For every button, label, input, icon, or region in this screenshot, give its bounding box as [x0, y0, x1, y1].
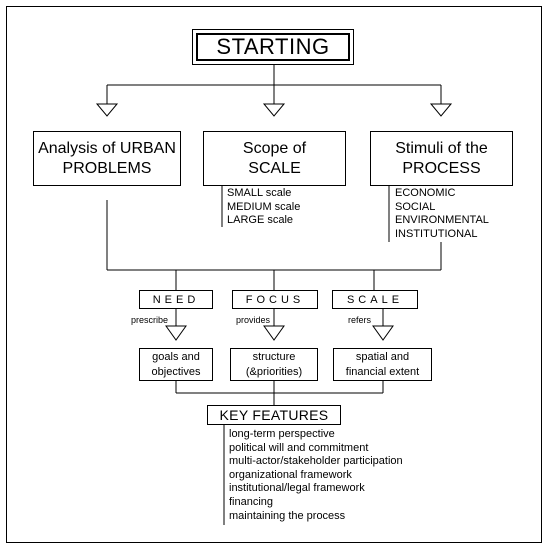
stimuli-line2: PROCESS [402, 159, 481, 177]
prescribe-tag: prescribe [131, 315, 169, 325]
spatial-line2: financial extent [345, 365, 420, 378]
scope-line1: Scope of [242, 139, 307, 157]
scope-line2: SCALE [248, 159, 301, 177]
stimuli-item: INSTITUTIONAL [395, 227, 478, 240]
starting-label: STARTING [196, 33, 350, 61]
structure-box: structure (&priorities) [230, 348, 318, 381]
provides-tag: provides [236, 315, 271, 325]
need-label: NEED [152, 293, 200, 306]
scale-item: LARGE scale [227, 214, 294, 226]
arrow-scale [372, 325, 394, 341]
structure-line1: structure [252, 350, 296, 363]
arrow-need [165, 325, 187, 341]
key-feature-item: institutional/legal framework [229, 482, 365, 495]
key-feature-item: financing [229, 495, 274, 508]
spatial-box: spatial and financial extent [333, 348, 432, 381]
stimuli-list: ECONOMIC SOCIAL ENVIRONMENTAL INSTITUTIO… [395, 187, 489, 241]
stimuli-item: SOCIAL [395, 200, 436, 213]
arrow-focus [263, 325, 285, 341]
scale-item: MEDIUM scale [227, 200, 301, 213]
stimuli-item: ENVIRONMENTAL [395, 214, 489, 226]
key-feature-item: multi-actor/stakeholder participation [229, 455, 403, 468]
scale-list: SMALL scale MEDIUM scale LARGE scale [227, 187, 300, 228]
spatial-line1: spatial and [355, 350, 410, 363]
key-features-list: long-term perspective political will and… [229, 428, 403, 523]
key-features-title: KEY FEATURES [219, 407, 329, 423]
focus-box: FOCUS [232, 290, 318, 309]
refers-tag: refers [348, 315, 372, 325]
urban-problems-box: Analysis of URBAN PROBLEMS [33, 131, 181, 186]
urban-line2: PROBLEMS [62, 159, 152, 177]
key-feature-item: organizational framework [229, 468, 352, 481]
goals-box: goals and objectives [139, 348, 213, 381]
scale-item: SMALL scale [227, 187, 292, 199]
scale-label: SCALE [346, 293, 404, 306]
key-feature-item: maintaining the process [229, 509, 346, 522]
stimuli-process-box: Stimuli of the PROCESS [370, 131, 513, 186]
arrow-right [429, 103, 453, 117]
goals-line2: objectives [151, 365, 201, 378]
key-features-box: KEY FEATURES [207, 405, 341, 425]
diagram-frame [6, 6, 542, 543]
scale-box: SCALE [332, 290, 418, 309]
need-box: NEED [139, 290, 213, 309]
urban-line1: Analysis of URBAN [38, 139, 176, 157]
goals-line1: goals and [152, 350, 200, 363]
stimuli-item: ECONOMIC [395, 187, 456, 199]
arrow-left [95, 103, 119, 117]
key-feature-item: long-term perspective [229, 428, 335, 440]
key-feature-item: political will and commitment [229, 441, 369, 454]
structure-line2: (&priorities) [245, 365, 303, 378]
arrow-mid [262, 103, 286, 117]
starting-box: STARTING [192, 29, 354, 65]
stimuli-line1: Stimuli of the [395, 139, 488, 157]
focus-label: FOCUS [245, 293, 305, 306]
scope-scale-box: Scope of SCALE [203, 131, 346, 186]
